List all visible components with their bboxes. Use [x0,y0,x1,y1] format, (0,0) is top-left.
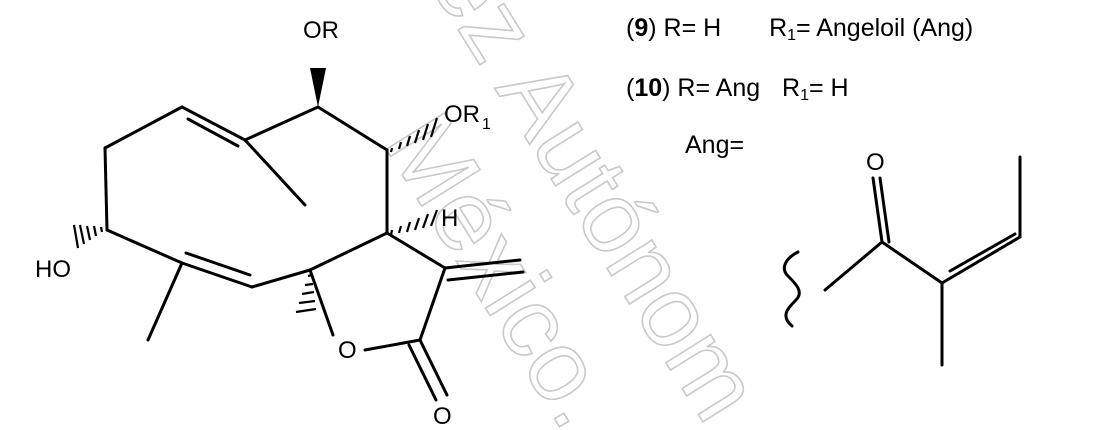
watermark: ez Autónom México. [362,0,783,430]
compound-number-10: 10 [634,74,663,102]
angeloyl-structure [782,155,1022,367]
bond [180,105,247,142]
legend-r1-value-9: = Angeloil (Ang) [796,14,974,42]
label-or1-sub: 1 [482,116,491,133]
legend-r-9: R= H [663,14,722,42]
bond [103,146,109,232]
carbonyl-double [878,176,891,244]
label-or-top: OR [303,17,339,44]
methyl-bond [243,138,307,207]
main-structure [103,105,525,402]
bond [940,235,1022,285]
legend-row-10: (10) R= Ang R1= H [626,74,849,104]
label-ring-o: O [338,337,357,364]
carbonyl-bond [871,176,884,244]
atom-labels: OR OR 1 H HO O O [35,17,491,430]
label-ho: HO [35,256,71,283]
label-carbonyl-o: O [433,403,452,430]
legend-r-10: R= Ang [677,74,761,102]
bond [316,105,389,152]
bond [250,268,312,289]
legend-ang-label: Ang= [685,131,745,159]
bond [385,231,447,270]
bond [823,240,884,292]
legend-r1-label-9: R [769,14,788,42]
double-bond-inner [948,232,1017,273]
bond [103,105,184,150]
bond [105,228,184,265]
methyl-bond [146,261,184,342]
legend-r1-label-10: R [782,74,801,102]
double-bond [407,343,438,402]
double-bond-inner [184,251,252,277]
compound-number-9: 9 [634,14,649,42]
legend-row-9: (9) R= H R1= Angeloil (Ang) [626,14,974,44]
double-bond-inner [186,117,240,148]
label-h: H [441,205,458,232]
bond [418,338,449,397]
hashed-bonds [72,117,439,314]
bond [308,268,335,337]
label-angeloyl-o: O [866,149,885,176]
bond [880,240,944,285]
wedge-bond [310,68,326,107]
double-bond [446,270,525,282]
bond [180,261,254,289]
legend-r1-sub-9: 1 [787,27,797,44]
wavy-bond [782,250,801,328]
bond [308,231,389,272]
bond [363,338,422,352]
label-or1: OR [444,101,480,128]
bond [418,266,447,342]
legend-r1-value-10: = H [809,74,849,102]
bond [243,105,320,142]
bond [443,258,522,270]
legend-r1-sub-10: 1 [800,87,809,104]
